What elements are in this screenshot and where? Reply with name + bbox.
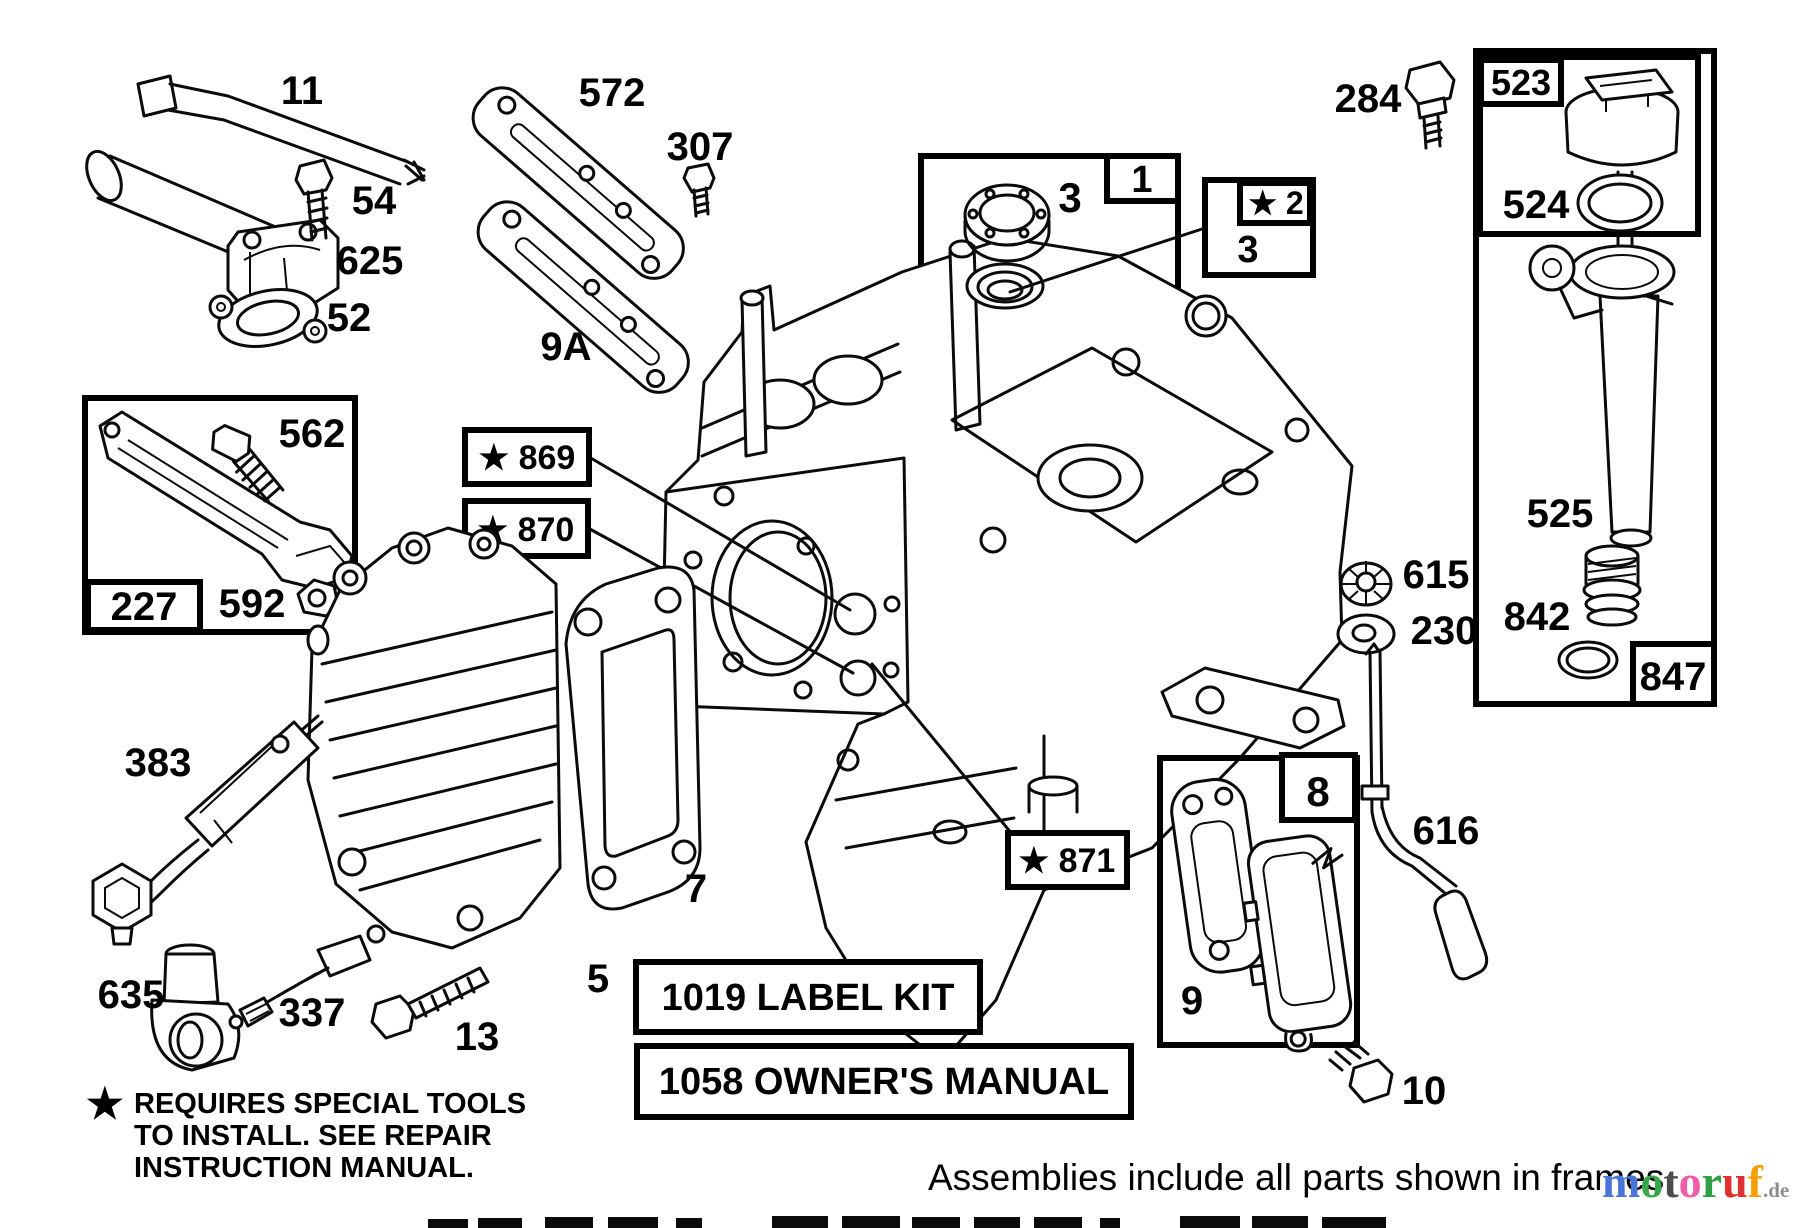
part-383-plug-wrench-drawing — [91, 714, 324, 946]
footnote-star-icon: ★ — [86, 1080, 124, 1127]
watermark-letters: motoruf — [1602, 1156, 1764, 1207]
leader-871 — [870, 662, 1014, 836]
part-525-dipstick-tube-drawing — [1528, 244, 1676, 548]
frame-227-assembly: 227 562 592 — [82, 395, 358, 635]
part-1-label-box — [1104, 153, 1181, 204]
part-label-227: 227 — [111, 585, 178, 629]
part-227-label-box — [85, 579, 203, 633]
part-label-562: 562 — [279, 412, 346, 456]
part-label-284: 284 — [1335, 77, 1402, 121]
part-label-5: 5 — [587, 957, 609, 1001]
part-13-bolt-drawing — [370, 966, 490, 1040]
part-284-bolt-drawing — [1404, 60, 1456, 150]
part-3-oil-seal-drawing — [963, 183, 1051, 263]
part-label-8: 8 — [1306, 768, 1329, 815]
part-847-label-box — [1630, 641, 1717, 707]
part-label-383: 383 — [125, 741, 192, 785]
part-616-tube-drawing — [1360, 642, 1489, 981]
part-label-337: 337 — [279, 991, 346, 1035]
part-524-oring-drawing — [1576, 173, 1664, 233]
part-871-label-box — [1005, 830, 1130, 890]
part-label-572: 572 — [579, 71, 646, 115]
owners-manual-text: 1058 OWNER'S MANUAL — [659, 1061, 1109, 1103]
oring-847-drawing — [1557, 640, 1619, 680]
part-842-plug-drawing — [1582, 544, 1642, 627]
part-label-9: 9 — [1181, 979, 1203, 1023]
part-label-625: 625 — [337, 239, 404, 283]
footnote-line-2: TO INSTALL. SEE REPAIR — [134, 1120, 492, 1152]
part-label-615: 615 — [1403, 553, 1470, 597]
part-307-bolt-drawing — [682, 162, 716, 218]
part-54-bolt-drawing — [294, 158, 334, 242]
part-label-230: 230 — [1411, 609, 1478, 653]
footnote-line-3: INSTRUCTION MANUAL. — [134, 1152, 474, 1184]
part-562-bolt-drawing — [211, 424, 285, 503]
part-label-3: 3 — [1058, 174, 1081, 221]
part-230-washer-drawing — [1336, 613, 1396, 655]
part-label-523: 523 — [1491, 62, 1551, 103]
part-7-head-gasket-drawing — [564, 565, 702, 911]
frame-847-assembly: 523 524 525 — [1473, 48, 1717, 707]
part-11-rod-drawing — [136, 74, 426, 186]
part-869-target-bore — [833, 592, 877, 636]
part-label-1: 1 — [1131, 159, 1152, 201]
part-635-plug-boot-drawing — [150, 943, 241, 1072]
part-337-spark-plug-drawing — [228, 924, 386, 1030]
part-615-washer-drawing — [1339, 561, 1393, 607]
motoruf-watermark: motoruf.de — [1602, 1156, 1789, 1207]
engine-crankcase-drawing — [660, 236, 1354, 1064]
leader-869 — [587, 455, 852, 612]
part-label-7: 7 — [685, 867, 707, 911]
part-label-635: 635 — [98, 973, 165, 1017]
assemblies-note: Assemblies include all parts shown in fr… — [928, 1157, 1675, 1198]
breather-cover-drawing — [1242, 834, 1353, 1053]
part-5-cylinder-head-drawing — [306, 526, 562, 950]
watermark-suffix: .de — [1763, 1178, 1789, 1202]
frame-8-assembly: 8 9 — [1157, 752, 1360, 1053]
part-label-11: 11 — [281, 69, 323, 113]
part-870-target-bore — [839, 659, 877, 697]
part-label-13: 13 — [455, 1015, 500, 1059]
part-label-307: 307 — [667, 125, 734, 169]
footnote-line-1: REQUIRES SPECIAL TOOLS — [134, 1088, 526, 1120]
part-9a-plate-drawing — [476, 200, 690, 394]
part-label-10: 10 — [1402, 1069, 1447, 1113]
part-572-plate-drawing — [471, 86, 685, 280]
part-label-842: 842 — [1504, 595, 1571, 639]
part-label-9a: 9A — [540, 325, 591, 369]
part-label-524: 524 — [1503, 183, 1570, 227]
part-label-871: ★ 871 — [1019, 842, 1116, 880]
part-869-label-box — [462, 427, 592, 487]
part-label-54: 54 — [352, 179, 397, 223]
cutoff-text-fragments — [428, 1216, 1386, 1228]
part-label-847: 847 — [1640, 655, 1707, 699]
part-label-star2: ★ 2 — [1248, 185, 1303, 221]
part-2-3-label-box: ★ 2 3 — [1008, 177, 1316, 294]
part-10-bolt-drawing — [1328, 1040, 1394, 1104]
label-kit-text: 1019 LABEL KIT — [662, 977, 955, 1019]
part-label-616: 616 — [1413, 809, 1480, 853]
part-label-525: 525 — [1527, 492, 1594, 536]
part-52-gasket-drawing — [208, 288, 328, 348]
owners-manual-box — [634, 1043, 1134, 1120]
part-label-52: 52 — [327, 296, 372, 340]
label-kit-box — [633, 959, 983, 1035]
part-9-breather-gasket-drawing — [1170, 777, 1266, 974]
part-label-592: 592 — [219, 582, 286, 626]
part-label-869: ★ 869 — [479, 439, 576, 477]
part-625-tube-clamp-drawing — [85, 149, 340, 310]
part-523-label-box — [1478, 57, 1564, 107]
part-label-3b: 3 — [1237, 229, 1258, 271]
leader-870 — [586, 526, 855, 675]
